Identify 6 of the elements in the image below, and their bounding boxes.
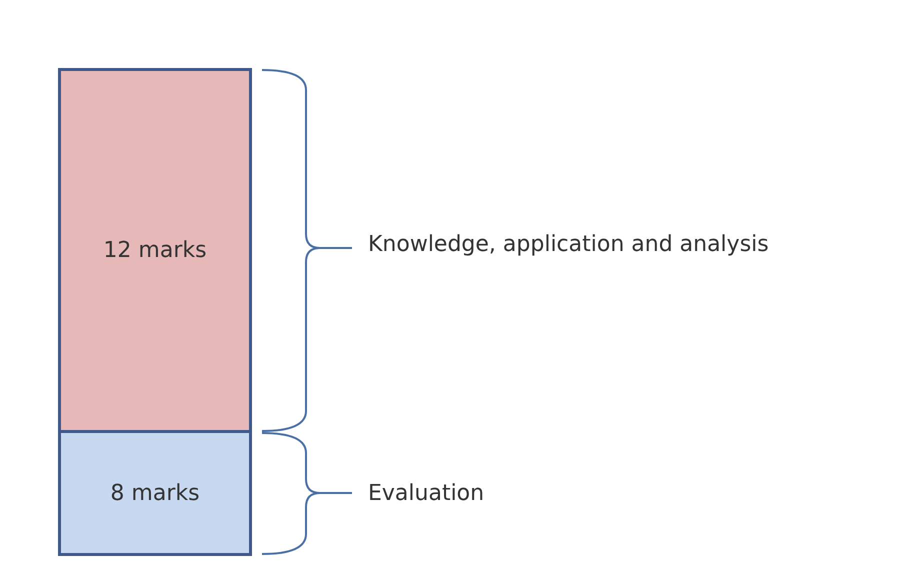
- segment-label: 8 marks: [110, 480, 200, 506]
- bar-segment: [58, 430, 252, 556]
- segment-label: 12 marks: [103, 238, 207, 263]
- bracket-label: Knowledge, application and analysis: [368, 232, 769, 257]
- bar-segment: [58, 68, 252, 433]
- bracket-label: Evaluation: [368, 481, 484, 506]
